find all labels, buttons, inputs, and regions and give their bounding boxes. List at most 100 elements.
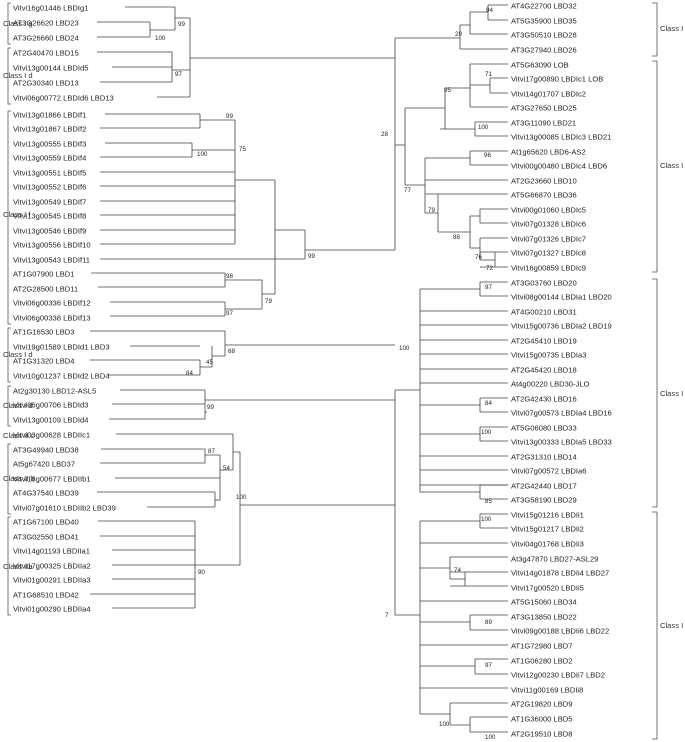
- class-label: Class II c: [3, 431, 34, 440]
- leaf-label: AT3G11090 LBD21: [511, 119, 576, 128]
- leaf-label: Vitvi17g00325 LBDIIa2: [13, 562, 91, 571]
- bootstrap-value: 84: [485, 400, 492, 407]
- leaf-label: Vitvi13g01866 LBDIf1: [13, 111, 86, 120]
- leaf-label: Vitvi09g00188 LBDIi6 LBD22: [511, 627, 609, 636]
- leaf-label: Vitvi18g00677 LBDIIb1: [13, 475, 91, 484]
- bootstrap-value: 84: [186, 370, 193, 377]
- right-class-brackets: [652, 2, 658, 740]
- left-leaf-labels: Vitvi16g01446 LBDIg1 AT3G26620 LBD23 AT3…: [13, 4, 116, 614]
- leaf-label: Vitvi15g01216 LBDIi1: [511, 511, 584, 520]
- leaf-label: At2g30130 LBD12-ASL5: [13, 387, 96, 396]
- bootstrap-value: 100: [481, 429, 492, 436]
- class-label: Class I h: [660, 24, 685, 33]
- leaf-label: Vitvi10g01237 LBDId2 LBD4: [13, 372, 110, 381]
- bootstrap-value: 100: [478, 124, 489, 131]
- leaf-label: Vitvi01g00290 LBDIIa4: [13, 605, 91, 614]
- leaf-label: Vitvi17g00520 LBDIi5: [511, 584, 584, 593]
- class-label: Class I i: [660, 621, 685, 630]
- leaf-label: Vitvi07g01328 LBDIc6: [511, 220, 586, 229]
- leaf-label: AT4G00210 LBD31: [511, 308, 577, 317]
- leaf-label: Vitvi01g00291 LBDIIa3: [13, 576, 91, 585]
- bootstrap-value: 94: [486, 7, 493, 14]
- leaf-label: Vitvi06g00772 LBDId6 LBD13: [13, 94, 114, 103]
- bootstrap-value: 87: [208, 448, 215, 455]
- leaf-label: Vitvi15g01217 LBDIi2: [511, 525, 584, 534]
- bootstrap-value: 100: [439, 721, 450, 728]
- leaf-label: Vitvi04g01768 LBDIi3: [511, 540, 584, 549]
- class-label: Class I a: [660, 389, 685, 398]
- right-leaf-labels: AT4G22700 LBD32 AT5G35900 LBD35 AT3G5051…: [511, 2, 612, 739]
- bootstrap-value: 99: [178, 21, 185, 28]
- class-label: Class I d: [3, 71, 33, 80]
- leaf-label: Vitvi00g00480 LBDIc4 LBD6: [511, 162, 607, 171]
- class-label: Class II b: [3, 474, 35, 483]
- leaf-label: Vitvi00g01060 LBDIc5: [511, 206, 586, 215]
- left-class-brackets: [7, 2, 11, 616]
- leaf-label: Vitvi13g00551 LBDIf5: [13, 169, 86, 178]
- leaf-label: AT3G02550 LBD41: [13, 533, 79, 542]
- leaf-label: AT2G23660 LBD10: [511, 177, 577, 186]
- leaf-label: At4g00220 LBD30-JLO: [511, 380, 590, 389]
- leaf-label: Vitvi13g00144 LBDId5: [13, 64, 88, 73]
- leaf-label: AT1G67100 LBD40: [13, 518, 79, 527]
- leaf-label: AT1G06280 LBD2: [511, 657, 573, 666]
- leaf-label: Vitvi06g00336 LBDIf12: [13, 299, 91, 308]
- leaf-label: AT2G31310 LBD14: [511, 453, 577, 462]
- leaf-label: AT5G15060 LBD34: [511, 598, 577, 607]
- leaf-label: AT2G30340 LBD13: [13, 79, 79, 88]
- bootstrap-value: 28: [381, 131, 388, 138]
- leaf-label: AT5G35900 LBD35: [511, 17, 577, 26]
- class-label: Class I g: [3, 19, 33, 28]
- leaf-label: Vitvi11g00169 LBDIi8: [511, 686, 583, 695]
- bootstrap-value: 76: [475, 254, 482, 261]
- leaf-label: Vitvi08g00144 LBDIa1 LBD20: [511, 293, 612, 302]
- leaf-label: AT3G27940 LBD26: [511, 46, 577, 55]
- bootstrap-value: 89: [485, 619, 492, 626]
- leaf-label: AT3G50510 LBD28: [511, 31, 577, 40]
- leaf-label: Vitvi14g01707 LBDIc2: [511, 90, 586, 99]
- leaf-label: Vitvi06g00338 LBDIf13: [13, 314, 91, 323]
- leaf-label: AT4G37540 LBD39: [13, 489, 79, 498]
- bootstrap-value: 85: [485, 498, 492, 505]
- bootstrap-value: 100: [481, 516, 492, 523]
- bootstrap-value: 20: [455, 31, 462, 38]
- leaf-label: AT5G06080 LBD33: [511, 424, 577, 433]
- bootstrap-value: 99: [226, 113, 233, 120]
- leaf-label: AT3G13850 LBD22: [511, 613, 577, 622]
- leaf-label: AT2G40470 LBD15: [13, 49, 79, 58]
- leaf-label: Vitvi15g00735 LBDIa3: [511, 351, 586, 360]
- leaf-label: AT3G58190 LBD29: [511, 496, 577, 505]
- bootstrap-value: 98: [226, 273, 233, 280]
- leaf-label: AT5G66870 LBD36: [511, 191, 577, 200]
- bootstrap-value: 75: [239, 146, 246, 153]
- leaf-label: Vitvi19g01589 LBDId1 LBD3: [13, 343, 110, 352]
- bootstrap-value: 100: [236, 494, 247, 501]
- leaf-label: Vitvi13g00549 LBDIf7: [13, 198, 86, 207]
- leaf-label: AT1G07900 LBD1: [13, 270, 75, 279]
- leaf-label: Vitvi07g00572 LBDIa6: [511, 467, 586, 476]
- leaf-label: Vitvi07g01326 LBDIc7: [511, 235, 586, 244]
- leaf-label: AT2G28500 LBD11: [13, 285, 78, 294]
- bootstrap-value: 97: [485, 662, 492, 669]
- leaf-label: At5g67420 LBD37: [13, 460, 75, 469]
- right-class-labels: Class I h Class I c Class I a Class I i: [660, 24, 685, 630]
- bootstrap-value: 100: [399, 345, 410, 352]
- class-label: Class I d: [3, 350, 33, 359]
- leaf-label: AT2G19820 LBD9: [511, 700, 573, 709]
- leaf-label: Vitvi13g00559 LBDIf4: [13, 154, 86, 163]
- left-class-labels: Class I g Class I d Class I f Class I d …: [3, 19, 35, 571]
- bootstrap-value: 95: [444, 87, 451, 94]
- bootstrap-value: 7: [385, 612, 389, 619]
- leaf-label: AT2G42440 LBD17: [511, 482, 577, 491]
- leaf-label: Vitvi03g00628 LBDIIc1: [13, 431, 90, 440]
- leaf-label: Vitvi07g00573 LBDIa4 LBD16: [511, 409, 612, 418]
- bootstrap-value: 100: [485, 734, 496, 741]
- bootstrap-value: 99: [308, 253, 315, 260]
- bootstrap-value: 88: [453, 234, 460, 241]
- leaf-label: AT5G63090 LOB: [511, 61, 569, 70]
- leaf-label: Vitvi13g00556 LBDIf10: [13, 241, 91, 250]
- bootstrap-value: 79: [428, 207, 435, 214]
- bootstrap-value: 100: [197, 151, 208, 158]
- bootstrap-value: 77: [404, 187, 411, 194]
- bootstrap-value: 100: [155, 35, 166, 42]
